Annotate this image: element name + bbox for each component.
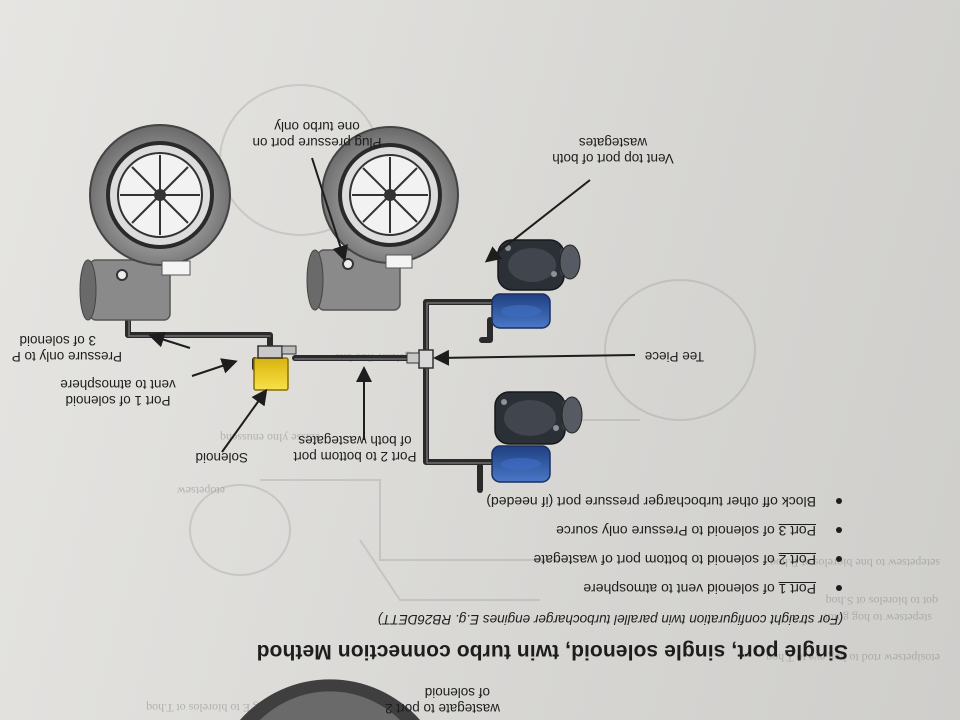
tee-piece-icon: [406, 349, 434, 369]
wastegate-actuator-icon: [491, 239, 581, 329]
solenoid-valve-icon: [253, 345, 297, 391]
turbocharger-icon: [306, 126, 459, 311]
solenoid-label: Solenoid: [195, 450, 248, 465]
port1-label: Port 1 of solenoid vent to atmosphere: [60, 377, 176, 408]
port2-label: Port 2 to bottom port of both wastegates: [293, 433, 417, 464]
wastegate-actuator-icon: [491, 391, 583, 483]
previous-section-fragment: [240, 679, 420, 720]
pressure-source-label: Pressure only to P 3 of solenoid: [11, 333, 122, 364]
leader-arrow-icon: [148, 157, 636, 453]
tee-piece-label: Tee Piece: [644, 349, 704, 364]
vent-wastegates-label: Vent top port of both wastegates: [552, 135, 674, 166]
turbocharger-icon: [79, 124, 231, 321]
plug-port-label: Plug pressure port on one turbo only: [252, 119, 382, 150]
